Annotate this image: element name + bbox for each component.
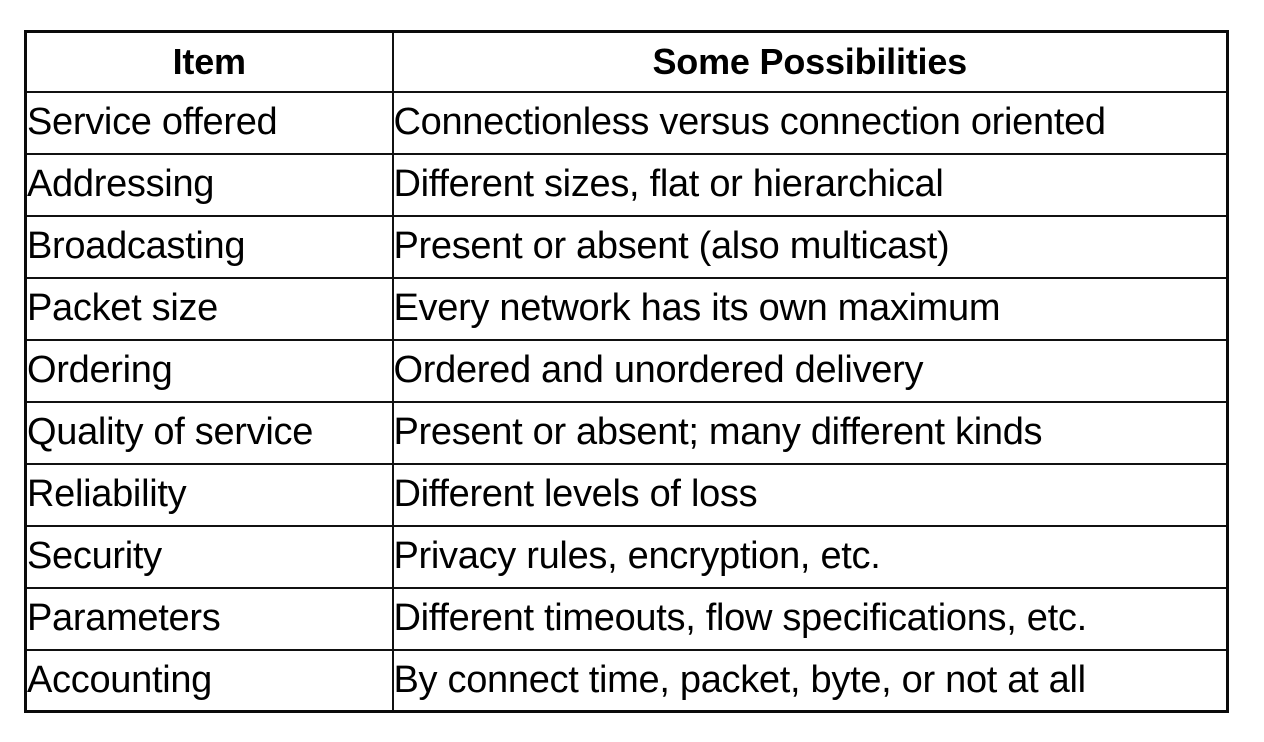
cell-possibilities-reliability: Different levels of loss: [391, 462, 1229, 527]
table-container: Item Some Possibilities Service offered …: [24, 30, 1229, 713]
table-header-row: Item Some Possibilities: [24, 30, 1229, 93]
table-row: Service offered Connectionless versus co…: [24, 90, 1229, 155]
cell-possibilities-addressing: Different sizes, flat or hierarchical: [391, 152, 1229, 217]
cell-possibilities-service-offered: Connectionless versus connection oriente…: [391, 90, 1229, 155]
table-row: Security Privacy rules, encryption, etc.: [24, 524, 1229, 589]
column-header-some-possibilities: Some Possibilities: [391, 30, 1229, 93]
table-row: Accounting By connect time, packet, byte…: [24, 648, 1229, 713]
table-row: Broadcasting Present or absent (also mul…: [24, 214, 1229, 279]
table-row: Ordering Ordered and unordered delivery: [24, 338, 1229, 403]
table-row: Packet size Every network has its own ma…: [24, 276, 1229, 341]
cell-item-service-offered: Service offered: [24, 90, 394, 155]
cell-item-quality-of-service: Quality of service: [24, 400, 394, 465]
table-row: Reliability Different levels of loss: [24, 462, 1229, 527]
table-row: Parameters Different timeouts, flow spec…: [24, 586, 1229, 651]
cell-item-broadcasting: Broadcasting: [24, 214, 394, 279]
cell-item-security: Security: [24, 524, 394, 589]
cell-item-accounting: Accounting: [24, 648, 394, 713]
table-header: Item Some Possibilities: [24, 30, 1229, 93]
network-differences-table: Item Some Possibilities Service offered …: [24, 30, 1229, 713]
cell-possibilities-accounting: By connect time, packet, byte, or not at…: [391, 648, 1229, 713]
column-header-item: Item: [24, 30, 394, 93]
table-row: Quality of service Present or absent; ma…: [24, 400, 1229, 465]
table-row: Addressing Different sizes, flat or hier…: [24, 152, 1229, 217]
cell-possibilities-quality-of-service: Present or absent; many different kinds: [391, 400, 1229, 465]
cell-possibilities-packet-size: Every network has its own maximum: [391, 276, 1229, 341]
cell-item-parameters: Parameters: [24, 586, 394, 651]
table-body: Service offered Connectionless versus co…: [24, 90, 1229, 713]
cell-item-ordering: Ordering: [24, 338, 394, 403]
cell-possibilities-parameters: Different timeouts, flow specifications,…: [391, 586, 1229, 651]
cell-item-packet-size: Packet size: [24, 276, 394, 341]
cell-possibilities-ordering: Ordered and unordered delivery: [391, 338, 1229, 403]
cell-item-reliability: Reliability: [24, 462, 394, 527]
cell-possibilities-security: Privacy rules, encryption, etc.: [391, 524, 1229, 589]
cell-possibilities-broadcasting: Present or absent (also multicast): [391, 214, 1229, 279]
cell-item-addressing: Addressing: [24, 152, 394, 217]
